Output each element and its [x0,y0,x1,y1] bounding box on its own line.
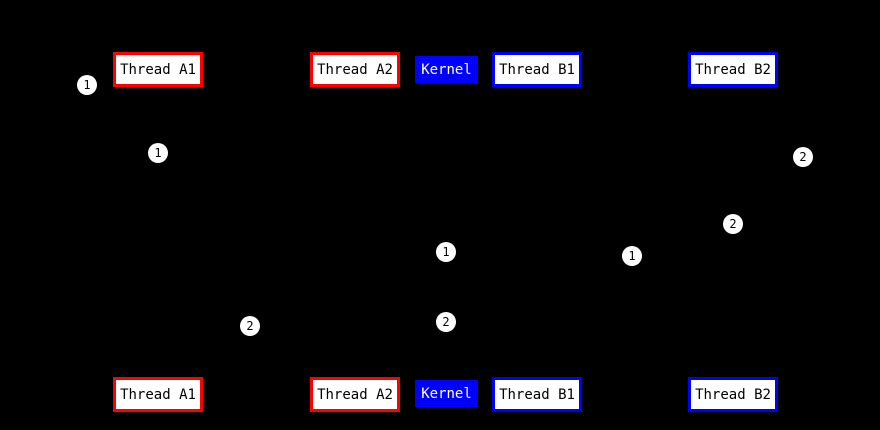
step-marker-circle: 2 [793,147,813,167]
lifeline-foot-thread-b1: Thread B1 [492,377,582,412]
step-marker-circle: 1 [436,242,456,262]
step-marker-circle: 2 [436,312,456,332]
lifeline-foot-kernel: Kernel [415,380,478,407]
lifeline-head-thread-b1: Thread B1 [492,52,582,87]
step-marker-circle: 2 [723,214,743,234]
lifeline-foot-thread-a1: Thread A1 [113,377,203,412]
lifeline-head-thread-a2: Thread A2 [310,52,400,87]
lifeline-head-thread-b2: Thread B2 [688,52,778,87]
step-marker-circle: 1 [77,75,97,95]
step-marker-circle: 1 [622,246,642,266]
lifeline-foot-thread-a2: Thread A2 [310,377,400,412]
step-marker-circle: 2 [240,316,260,336]
lifeline-head-kernel: Kernel [415,56,478,83]
step-marker-circle: 1 [148,143,168,163]
lifeline-head-thread-a1: Thread A1 [113,52,203,87]
lifeline-foot-thread-b2: Thread B2 [688,377,778,412]
